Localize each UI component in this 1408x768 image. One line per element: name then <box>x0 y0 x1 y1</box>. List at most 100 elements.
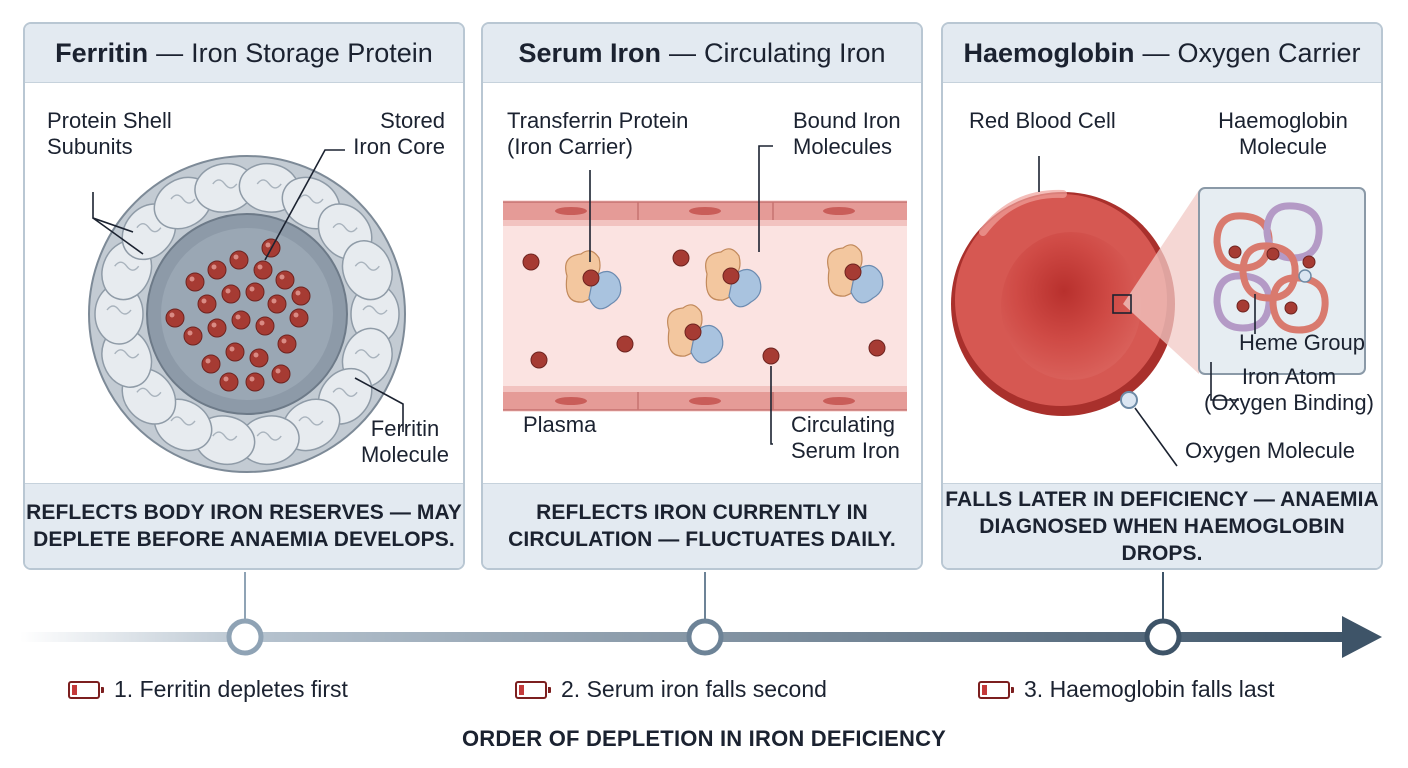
legend-step-2: 2. Serum iron falls second <box>515 676 827 703</box>
subunit-fold <box>256 179 282 189</box>
rbc-highlight <box>979 189 1067 236</box>
legend-step-1: 1. Ferritin depletes first <box>68 676 348 703</box>
iron-sphere-highlight <box>265 242 271 248</box>
subunit-fold <box>354 349 380 359</box>
shell-subunit <box>341 240 393 301</box>
iron-sphere <box>221 284 241 304</box>
label-protein-shell: Protein Shell Subunits <box>47 108 172 159</box>
haemoglobin-caption: FALLS LATER IN DEFICIENCY — ANAEMIA DIAG… <box>945 487 1379 565</box>
iron-sphere <box>229 250 249 270</box>
haemoglobin-molecule <box>1213 202 1329 334</box>
subunit-fold <box>256 431 282 441</box>
iron-sphere <box>165 308 185 328</box>
iron-sphere-highlight <box>235 314 241 320</box>
iron-sphere <box>253 260 273 280</box>
molecule-leader-line <box>354 377 404 432</box>
iron-sphere <box>219 372 239 392</box>
protein-shell-subunits <box>94 162 400 466</box>
serum-title-separator: — <box>668 37 696 68</box>
serum-iron-particle <box>672 249 690 267</box>
subunit-fold <box>212 431 238 441</box>
haemoglobin-panel: Haemoglobin — Oxygen Carrier Red Blood <box>941 22 1383 570</box>
iron-sphere <box>207 260 227 280</box>
oxygen-molecule <box>1120 391 1138 409</box>
battery-low-icon <box>68 680 104 699</box>
timeline-node <box>1144 618 1182 656</box>
haemoglobin-caption-band: FALLS LATER IN DEFICIENCY — ANAEMIA DIAG… <box>943 483 1381 568</box>
subunit-fold <box>136 223 162 233</box>
iron-sphere-highlight <box>211 264 217 270</box>
iron-sphere-highlight <box>281 338 287 344</box>
iron-sphere <box>291 286 311 306</box>
battery-low-icon <box>515 680 551 699</box>
bound-iron <box>684 323 702 341</box>
iron-sphere-highlight <box>293 312 299 318</box>
shell-leader-line-2 <box>92 217 144 255</box>
heme-iron <box>1284 301 1298 315</box>
red-blood-cell-illustration <box>951 156 1366 467</box>
plasma-area <box>503 200 907 412</box>
timeline-title: ORDER OF DEPLETION IN IRON DEFICIENCY <box>461 726 947 751</box>
serum-iron-panel-title: Serum Iron — Circulating Iron <box>483 24 921 83</box>
label-oxygen-molecule: Oxygen Molecule <box>1185 438 1355 463</box>
globin-chain <box>1263 202 1323 262</box>
ferritin-panel-title: Ferritin — Iron Storage Protein <box>25 24 463 83</box>
subunit-fold <box>170 194 196 204</box>
iron-sphere <box>267 294 287 314</box>
iron-sphere <box>225 342 245 362</box>
step-2-label: 2. Serum iron falls second <box>561 676 827 702</box>
bound-oxygen <box>1298 269 1312 283</box>
ferritin-illustration <box>88 149 406 473</box>
heme-iron <box>1302 255 1316 269</box>
vessel-wall-bottom-inner <box>503 386 907 392</box>
label-transferrin-protein: Transferrin Protein (Iron Carrier) <box>507 108 689 159</box>
serum-iron-particle <box>522 253 540 271</box>
subunit-fold <box>114 349 140 359</box>
vessel-nuclei <box>555 207 855 405</box>
iron-sphere <box>231 310 251 330</box>
serum-title-rest: Circulating Iron <box>703 37 886 68</box>
serum-iron-particle <box>762 347 780 365</box>
iron-sphere-highlight <box>187 330 193 336</box>
subunit-fold <box>332 223 358 233</box>
iron-sphere <box>207 318 227 338</box>
step-3-label: 3. Haemoglobin falls last <box>1024 676 1275 702</box>
iron-sphere <box>289 308 309 328</box>
bound-iron <box>582 269 600 287</box>
subunit-fold <box>354 261 380 271</box>
heme-iron <box>1266 247 1280 261</box>
globin-chain <box>1213 272 1273 332</box>
serum-title-bold: Serum Iron <box>518 37 661 68</box>
iron-sphere-highlight <box>223 376 229 382</box>
rbc-dimple <box>1001 232 1141 380</box>
transferrin-proteins <box>565 244 884 364</box>
step-1-label: 1. Ferritin depletes first <box>114 676 348 702</box>
serum-iron-panel: Serum Iron — Circulating Iron Transferri… <box>481 22 923 570</box>
ferritin-caption-band: REFLECTS BODY IRON RESERVES — MAY DEPLET… <box>25 483 463 568</box>
subunit-fold <box>114 261 140 271</box>
iron-sphere-highlight <box>229 346 235 352</box>
bound-iron <box>722 267 740 285</box>
heme-iron <box>1228 245 1242 259</box>
heme-iron <box>1236 299 1250 313</box>
label-circulating-serum-iron: Circulating Serum Iron <box>791 412 900 463</box>
iron-sphere-highlight <box>211 322 217 328</box>
vessel-wall-top-inner <box>503 220 907 226</box>
serum-caption-band: REFLECTS IRON CURRENTLY IN CIRCULATION —… <box>483 483 921 568</box>
iron-sphere-highlight <box>295 290 301 296</box>
serum-caption: REFLECTS IRON CURRENTLY IN CIRCULATION —… <box>508 501 896 551</box>
iron-sphere-highlight <box>169 312 175 318</box>
iron-sphere <box>201 354 221 374</box>
bound-iron <box>844 263 862 281</box>
subunit-fold <box>170 416 196 426</box>
iron-sphere-highlight <box>257 264 263 270</box>
battery-low-icon <box>978 680 1014 699</box>
iron-sphere-highlight <box>271 298 277 304</box>
iron-sphere <box>275 270 295 290</box>
haemoglobin-panel-title: Haemoglobin — Oxygen Carrier <box>943 24 1381 83</box>
haemoglobin-title-rest: Oxygen Carrier <box>1177 37 1361 68</box>
ferritin-title-rest: Iron Storage Protein <box>191 37 433 68</box>
iron-sphere-highlight <box>233 254 239 260</box>
iron-sphere-highlight <box>201 298 207 304</box>
label-iron-atom: Iron Atom (Oxygen Binding) <box>1204 364 1374 415</box>
